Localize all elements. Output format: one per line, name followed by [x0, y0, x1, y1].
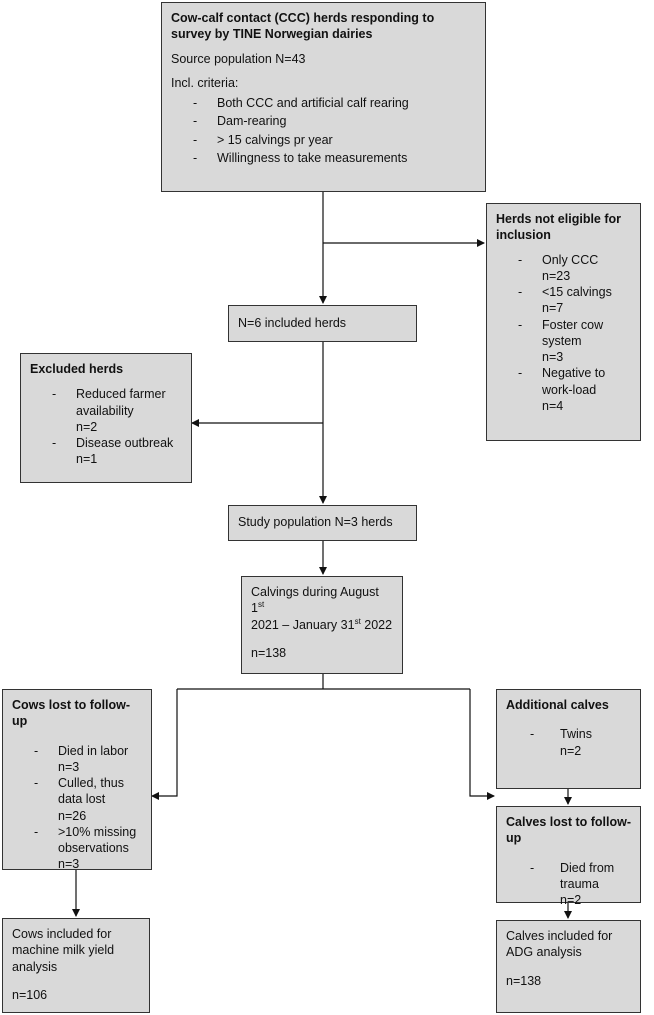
excluded-item: Disease outbreak n=1 — [30, 435, 182, 468]
not-eligible-item: <15 calvings n=7 — [496, 284, 631, 317]
item-count: n=1 — [76, 452, 98, 467]
calvings-line1-sup: st — [257, 600, 265, 610]
cows-lost-item: >10% missing observations n=3 — [12, 824, 142, 873]
item-label: Died from trauma — [560, 860, 615, 891]
source-title: Cow-calf contact (CCC) herds responding … — [171, 11, 435, 42]
additional-title: Additional calves — [506, 698, 609, 712]
study-population-text: Study population N=3 herds — [238, 515, 393, 529]
calvings-line1: Calvings during August 1 — [251, 585, 379, 616]
not-eligible-title: Herds not eligible for inclusion — [496, 212, 622, 243]
criteria-item: > 15 calvings pr year — [171, 132, 476, 149]
not-eligible-box: Herds not eligible for inclusion Only CC… — [486, 203, 641, 441]
cows-lost-title: Cows lost to follow-up — [12, 698, 131, 729]
item-label: Only CCC — [542, 252, 599, 267]
criteria-list: Both CCC and artificial calf rearing Dam… — [171, 95, 476, 166]
calvings-period: Calvings during August 1st 2021 – Januar… — [251, 584, 393, 633]
cows-included-box: Cows included for machine milk yield ana… — [2, 918, 150, 1013]
excluded-title: Excluded herds — [30, 362, 124, 376]
calvings-line2-end: 2022 — [360, 617, 393, 632]
item-count: n=2 — [560, 893, 582, 907]
item-count: n=23 — [542, 268, 571, 283]
study-population-box: Study population N=3 herds — [228, 505, 417, 541]
calvings-box: Calvings during August 1st 2021 – Januar… — [241, 576, 403, 674]
criteria-item: Both CCC and artificial calf rearing — [171, 95, 476, 112]
calves-included-count: n=138 — [506, 973, 542, 988]
item-count: n=2 — [76, 419, 98, 434]
included-herds-text: N=6 included herds — [238, 316, 347, 330]
item-label: Negative to work-load — [542, 366, 606, 397]
item-count: n=3 — [542, 350, 564, 364]
calves-lost-list: Died from trauma n=2 — [506, 860, 631, 909]
item-count: n=3 — [58, 857, 80, 872]
item-count: n=4 — [542, 398, 564, 413]
item-count: n=26 — [58, 808, 87, 823]
calves-lost-title: Calves lost to follow-up — [506, 815, 632, 846]
item-label: Died in labor — [58, 743, 129, 758]
calvings-line2: 2021 – January 31 — [251, 617, 355, 632]
arrow-to-cows-lost — [151, 689, 178, 800]
criteria-item: Dam-rearing — [171, 113, 476, 130]
calves-included-box: Calves included for ADG analysis n=138 — [496, 920, 641, 1013]
cows-lost-box: Cows lost to follow-up Died in laborn=3 … — [2, 689, 152, 873]
calves-included-text: Calves included for ADG analysis — [506, 929, 613, 960]
item-label: <15 calvings — [542, 285, 612, 299]
source-population-label: Source population N=43 — [171, 51, 306, 66]
calves-lost-item: Died from trauma n=2 — [506, 860, 631, 909]
included-herds-box: N=6 included herds — [228, 305, 417, 342]
not-eligible-item: Foster cow system n=3 — [496, 317, 631, 366]
item-count: n=7 — [542, 301, 564, 316]
item-count: n=2 — [560, 743, 582, 758]
cows-included-text: Cows included for machine milk yield ana… — [12, 927, 115, 974]
criteria-item: Willingness to take measurements — [171, 150, 476, 167]
calvings-count: n=138 — [251, 645, 287, 660]
cows-included-count: n=106 — [12, 987, 48, 1002]
item-label: Foster cow system — [542, 317, 604, 348]
criteria-label: Incl. criteria: — [171, 75, 239, 90]
calves-lost-box: Calves lost to follow-up Died from traum… — [496, 806, 641, 907]
item-label: Culled, thus data lost — [58, 776, 125, 807]
excluded-herds-box: Excluded herds Reduced farmer availabili… — [20, 353, 192, 483]
item-label: Disease outbreak — [76, 436, 174, 450]
item-label: Twins — [560, 727, 592, 742]
source-population-box: Cow-calf contact (CCC) herds responding … — [161, 2, 486, 192]
item-label: Reduced farmer availability — [76, 387, 166, 418]
item-label: >10% missing observations — [58, 824, 137, 855]
calvings-line2-sup: st — [354, 616, 361, 626]
arrow-to-calves-lost — [469, 689, 495, 800]
item-count: n=3 — [58, 759, 80, 774]
